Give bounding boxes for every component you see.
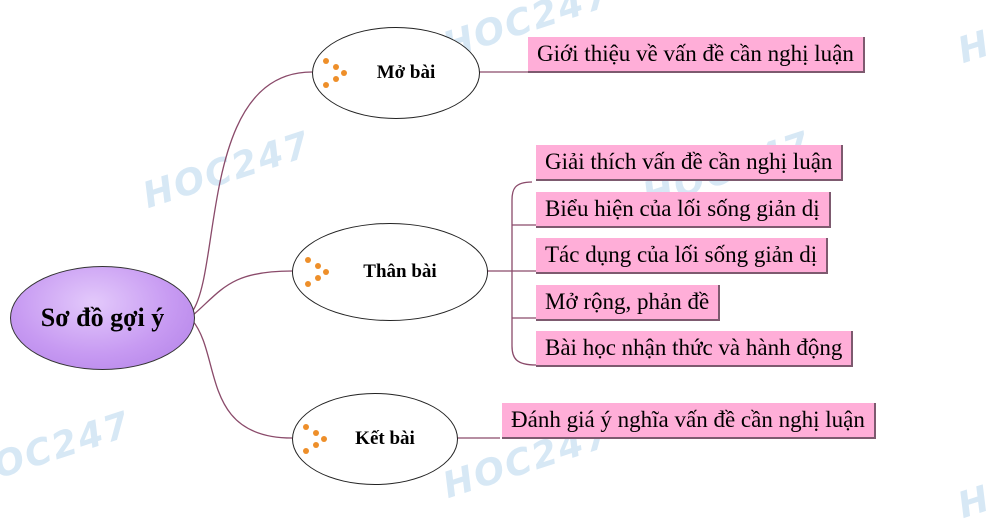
branch-label: Thân bài — [363, 261, 437, 282]
leaf-mo-bai-1: Giới thiệu về vấn đề cần nghị luận — [528, 37, 865, 73]
connector-root-thanbai — [191, 270, 293, 317]
leaf-ket-bai-1: Đánh giá ý nghĩa vấn đề cần nghị luận — [502, 403, 876, 439]
bullet-dots-icon — [303, 424, 329, 454]
branch-than-bai: Thân bài — [292, 223, 488, 321]
connector-root-ketbai — [191, 319, 293, 439]
branch-label: Mở bài — [376, 62, 436, 83]
branch-ket-bai: Kết bài — [292, 393, 458, 485]
connector-lines — [191, 71, 537, 439]
leaf-than-bai-2: Biểu hiện của lối sống giản dị — [536, 192, 831, 228]
leaf-than-bai-3: Tác dụng của lối sống giản dị — [536, 238, 829, 274]
connector-thanbai-bracket — [511, 181, 537, 366]
branch-mo-bai: Mở bài — [312, 27, 480, 119]
branch-label: Kết bài — [355, 428, 415, 449]
leaf-than-bai-5: Bài học nhận thức và hành động — [536, 331, 854, 367]
leaf-than-bai-4: Mở rộng, phản đề — [536, 285, 721, 321]
leaf-than-bai-1: Giải thích vấn đề cần nghị luận — [536, 145, 844, 181]
connector-root-mobai — [191, 71, 313, 313]
bullet-dots-icon — [305, 257, 331, 287]
bullet-dots-icon — [323, 58, 349, 88]
root-node: Sơ đồ gợi ý — [10, 266, 195, 370]
